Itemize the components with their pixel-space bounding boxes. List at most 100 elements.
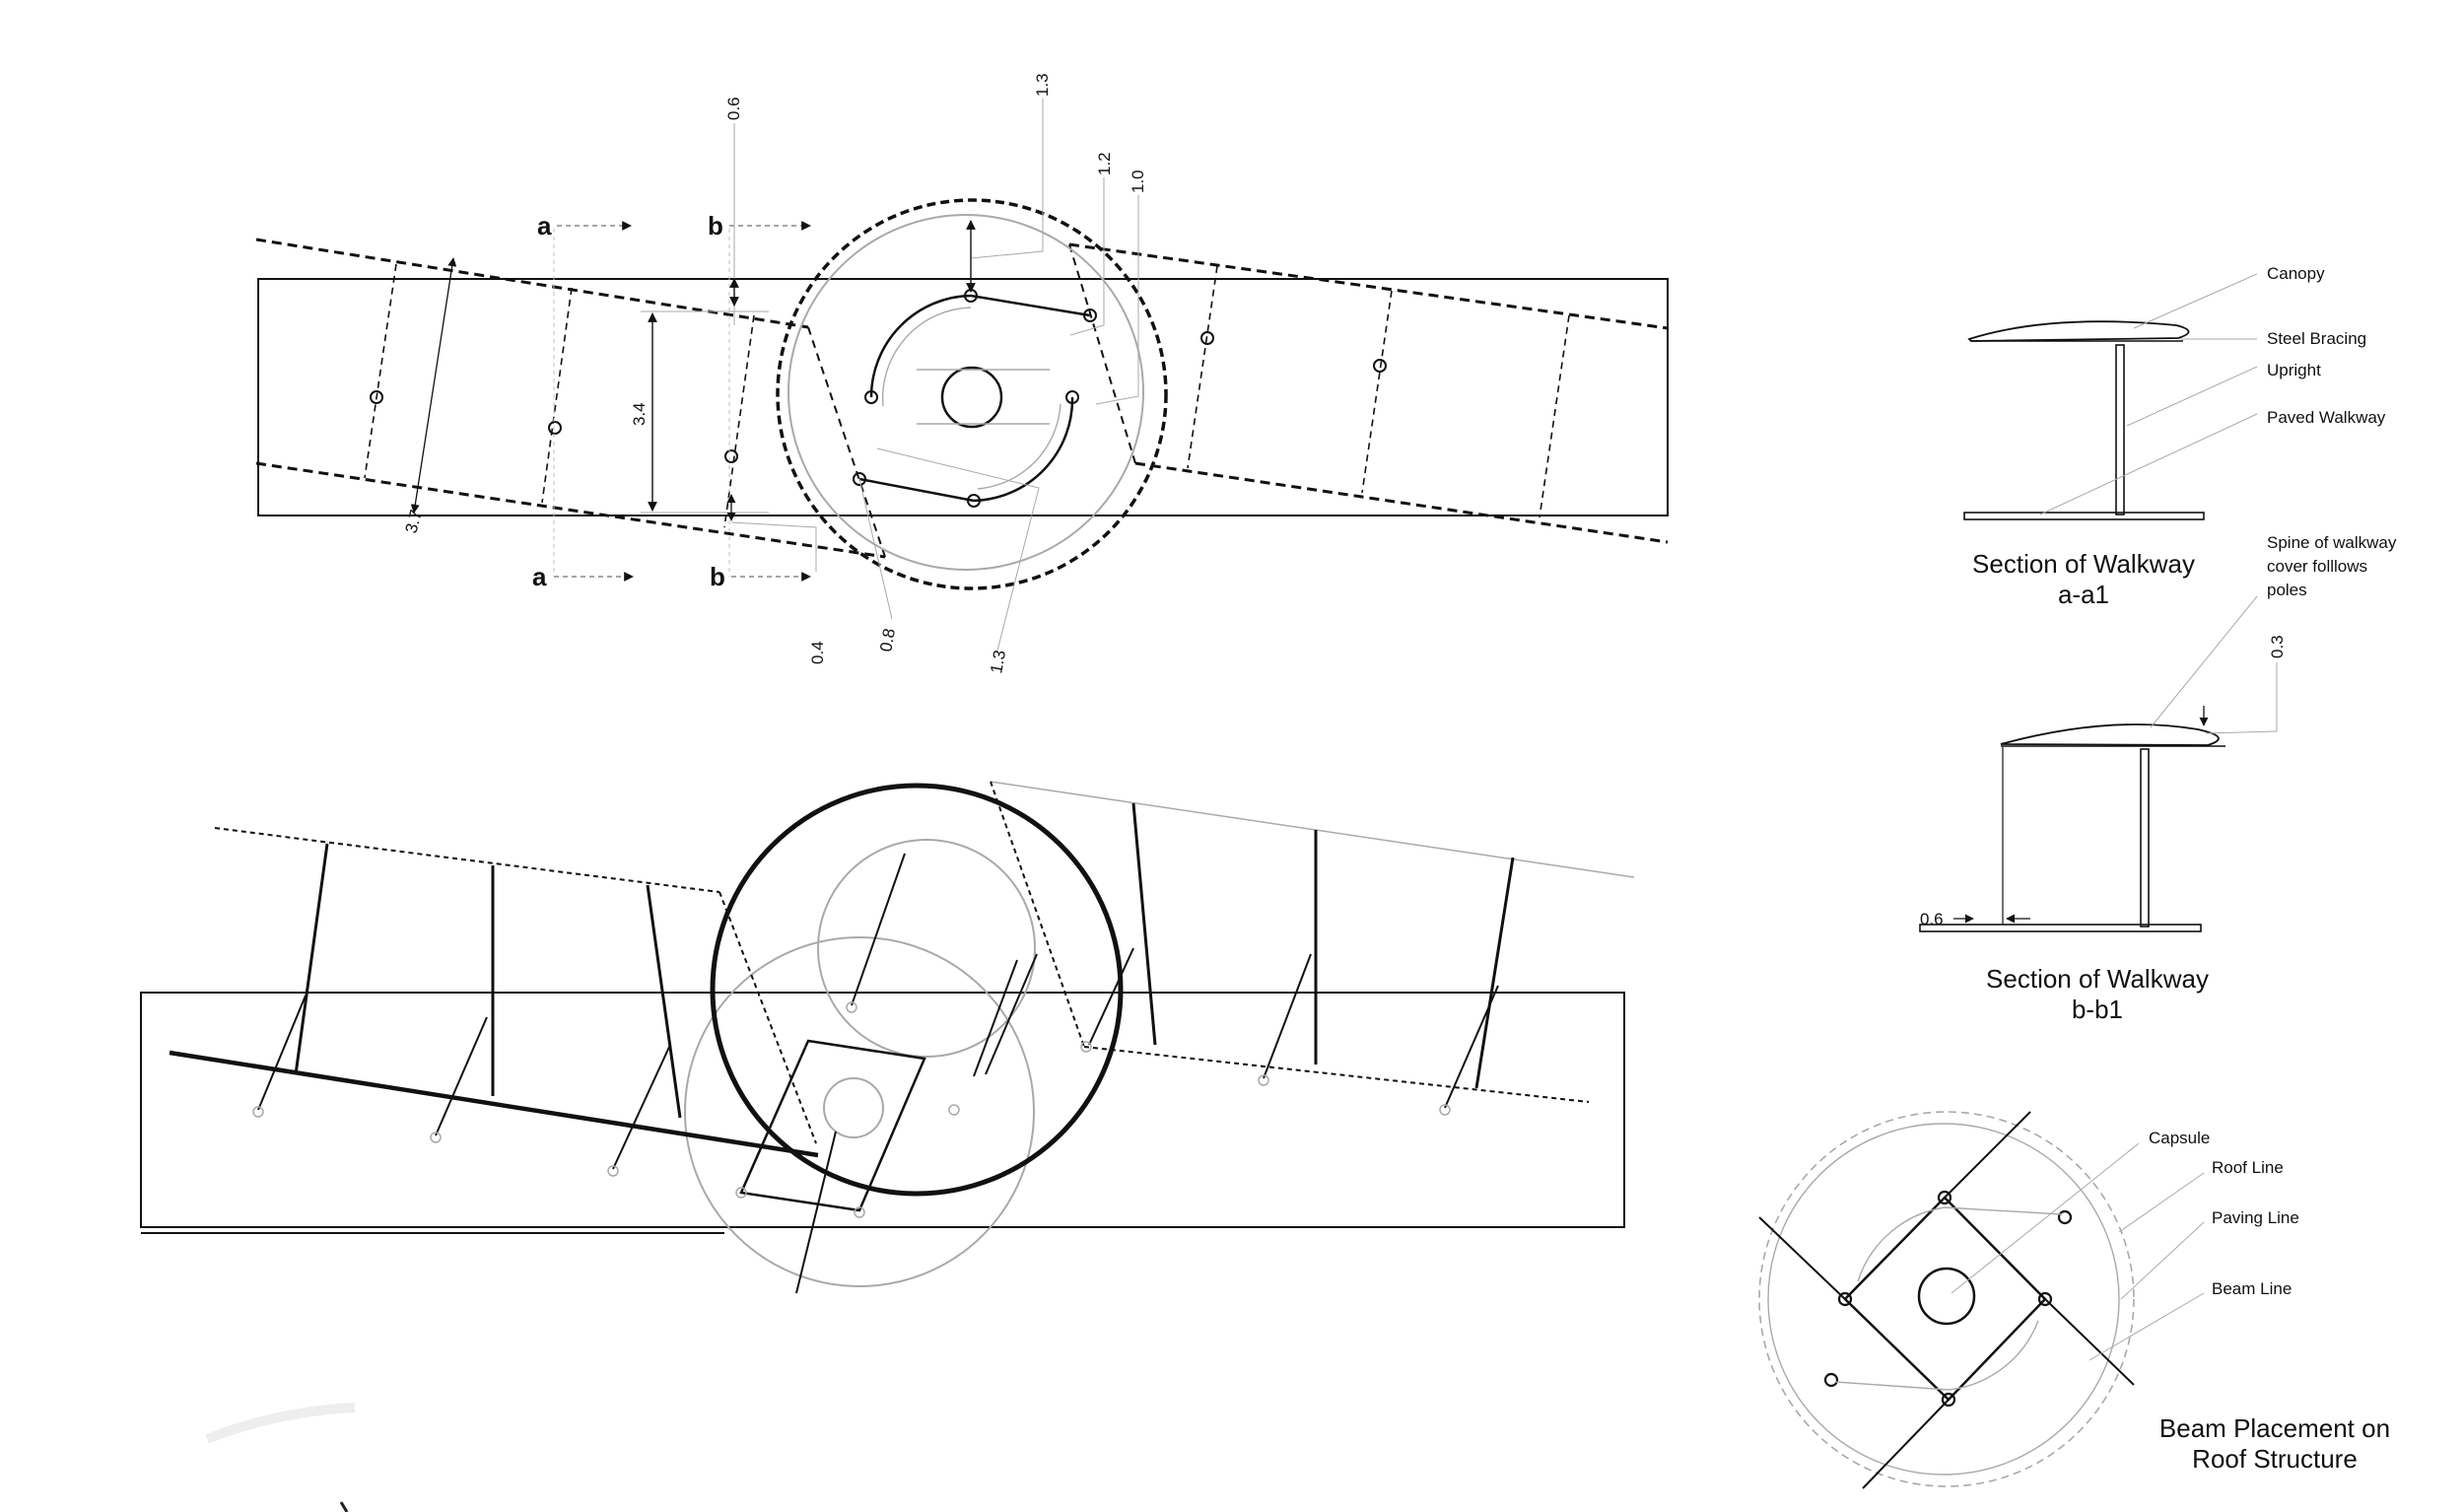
callout-capsule: Capsule	[2149, 1129, 2210, 1147]
canopy-edge-bottom-right	[1134, 461, 1669, 544]
walkway-perspective	[140, 781, 1635, 1294]
dim-0-8: 0.8	[876, 627, 899, 653]
pole-markers	[370, 331, 1387, 463]
beam-plan-roof-line	[1758, 1111, 2135, 1487]
scan-artifact-mark	[339, 1501, 349, 1512]
perspective-canopy-edge-top-right	[990, 781, 1635, 878]
pole-beams	[364, 263, 1570, 528]
section-a-paved-walkway	[1963, 512, 2205, 520]
callout-paved-walkway: Paved Walkway	[2267, 408, 2386, 427]
section-a-title: Section of Walkway	[1972, 549, 2195, 579]
perspective-canopy-join-right	[990, 781, 1085, 1048]
ramp-nodes	[853, 289, 1097, 508]
callout-spine-line3: poles	[2267, 581, 2307, 599]
perspective-spine-beam	[169, 1050, 819, 1158]
callout-canopy: Canopy	[2267, 264, 2325, 283]
section-b-upright	[2140, 748, 2150, 928]
perspective-capsule-core	[823, 1077, 884, 1138]
section-b-canopy	[2000, 723, 2220, 746]
ramp-guide-lines	[881, 307, 1061, 490]
leader-paving-line	[2120, 1221, 2205, 1300]
leader-roof-line	[2118, 1172, 2205, 1233]
ramp-edge-lower	[858, 477, 975, 503]
dim-0-6: 0.6	[724, 97, 743, 120]
section-marker-a-bottom: a	[532, 562, 547, 591]
perspective-upright-poles	[294, 802, 1515, 1119]
capsule-core	[940, 366, 1003, 429]
canopy-edge-top-right	[1068, 242, 1669, 330]
dim-leader-1-3-top	[970, 99, 1044, 259]
section-b-b1: Spine of walkway cover folllows poles 0.…	[1919, 533, 2397, 1024]
beam-plan-capsule	[1917, 1267, 1976, 1326]
beam-plan-beam-square	[1843, 1196, 2047, 1402]
perspective-capsule-roof-ring	[817, 839, 1036, 1058]
dim-arrow-3-7	[410, 257, 457, 514]
callout-steel-bracing: Steel Bracing	[2267, 329, 2366, 348]
perspective-capsule-square	[739, 1039, 926, 1212]
beam-plan-title: Beam Placement on	[2159, 1413, 2390, 1443]
callout-spine-line2: cover folllows	[2267, 557, 2367, 576]
dim-0-4: 0.4	[808, 641, 827, 664]
leader-upright	[2126, 366, 2258, 427]
perspective-paving-outline	[140, 992, 1625, 1228]
ramp-curve-lower	[973, 396, 1074, 503]
ramp-edge-upper	[970, 294, 1091, 317]
beam-plan-paving-line	[1767, 1123, 2120, 1476]
dim-1-3-bottom: 1.3	[987, 649, 1009, 675]
walkway-plan: a b a b 0.6 1.3 1.2 1.0 3.4 3.7 0.4 0.8	[255, 73, 1669, 675]
callout-paving-line: Paving Line	[2212, 1208, 2299, 1227]
section-b-paved-walkway	[1919, 924, 2202, 932]
perspective-canopy-join-left	[719, 891, 817, 1144]
leader-spine	[2150, 595, 2258, 728]
beam-plan-ramp-lines	[1834, 1206, 2063, 1391]
section-marker-b-top: b	[708, 211, 723, 241]
scan-artifact-corner	[205, 1403, 356, 1444]
section-a-a1: Canopy Steel Bracing Upright Paved Walkw…	[1963, 264, 2386, 609]
dim-leader-1-0	[1095, 195, 1139, 405]
capsule-outer-circle	[776, 198, 1168, 590]
beam-plan-nodes	[1823, 1190, 2073, 1408]
dim-leader-0-4	[730, 521, 817, 572]
section-a-subtitle: a-a1	[2058, 580, 2109, 609]
section-b-title: Section of Walkway	[1986, 964, 2209, 994]
dim-0-6-section: 0.6	[1920, 910, 1944, 928]
beam-plan-subtitle: Roof Structure	[2192, 1444, 2358, 1474]
callout-roof-line: Roof Line	[2212, 1158, 2284, 1177]
capsule-inner-circle	[787, 214, 1144, 571]
callout-beam-line: Beam Line	[2212, 1279, 2292, 1298]
perspective-canopy-edge-top	[214, 827, 720, 893]
section-marker-a-top: a	[537, 211, 552, 241]
perspective-bracing-struts	[257, 853, 1499, 1294]
dim-1-2: 1.2	[1095, 152, 1114, 175]
perspective-pole-footings	[252, 1001, 1451, 1218]
canopy-edge-top-left	[255, 238, 809, 329]
leader-paved-walkway	[2039, 413, 2258, 515]
dim-1-0: 1.0	[1129, 170, 1147, 193]
beam-placement-plan: Capsule Roof Line Paving Line Beam Line …	[1758, 1111, 2390, 1489]
dim-leader-1-2	[1069, 177, 1105, 336]
leader-canopy	[2133, 273, 2258, 329]
section-marker-b-bottom: b	[710, 562, 725, 591]
dim-leader-0-8	[858, 478, 893, 620]
perspective-capsule-canopy	[710, 783, 1124, 1197]
callout-spine-line1: Spine of walkway	[2267, 533, 2397, 552]
canopy-edge-bottom-left	[255, 461, 886, 559]
section-a-canopy	[1967, 320, 2190, 342]
dim-1-3-top: 1.3	[1033, 73, 1052, 97]
dim-3-4: 3.4	[630, 402, 649, 426]
leader-beam-line	[2088, 1292, 2205, 1361]
dim-leader-1-3-bottom	[876, 447, 1040, 652]
ramp-curve-upper	[869, 294, 972, 398]
leader-capsule	[1951, 1142, 2140, 1294]
section-b-subtitle: b-b1	[2072, 995, 2123, 1024]
paved-walkway-outline	[257, 278, 1669, 516]
dim-0-3: 0.3	[2268, 635, 2287, 658]
section-a-upright	[2115, 344, 2125, 515]
beam-plan-beam-lines	[1758, 1111, 2135, 1489]
callout-upright: Upright	[2267, 361, 2321, 379]
dim-leader-0-3	[2205, 662, 2278, 734]
perspective-canopy-edge-bottom-right	[1083, 1046, 1590, 1103]
canopy-join-right	[1068, 243, 1136, 464]
dim-3-7: 3.7	[402, 508, 426, 535]
